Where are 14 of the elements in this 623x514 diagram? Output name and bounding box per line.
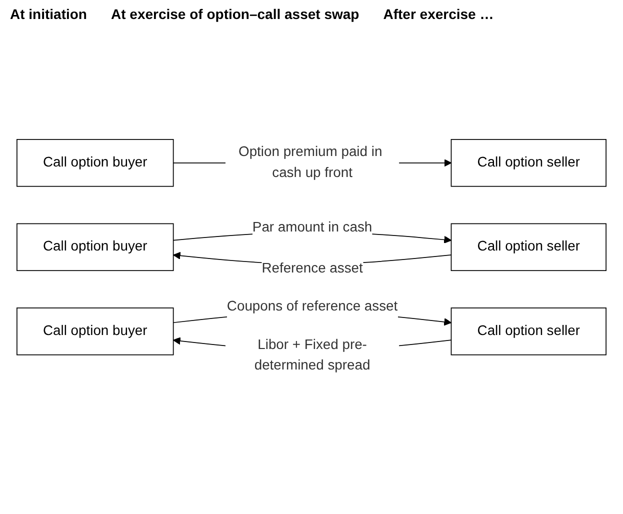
- node-box: Call option seller: [450, 308, 606, 356]
- edge-label: Par amount in cash: [252, 220, 372, 235]
- edge-label: Libor + Fixed pre-determined spread: [254, 337, 370, 374]
- node-box: Call option buyer: [16, 223, 174, 272]
- section-heading: After exercise …: [383, 6, 494, 22]
- node-box: Call option seller: [450, 139, 606, 187]
- node-box: Call option buyer: [16, 139, 174, 187]
- node-box: Call option seller: [450, 223, 606, 272]
- edge-label: Coupons of reference asset: [226, 299, 398, 314]
- node-box: Call option buyer: [16, 308, 174, 356]
- edge-label: Reference asset: [262, 261, 363, 276]
- edge-label: Option premium paid in cash up front: [238, 144, 382, 180]
- section-heading: At initiation: [10, 6, 87, 22]
- section-heading: At exercise of option–call asset swap: [111, 6, 360, 22]
